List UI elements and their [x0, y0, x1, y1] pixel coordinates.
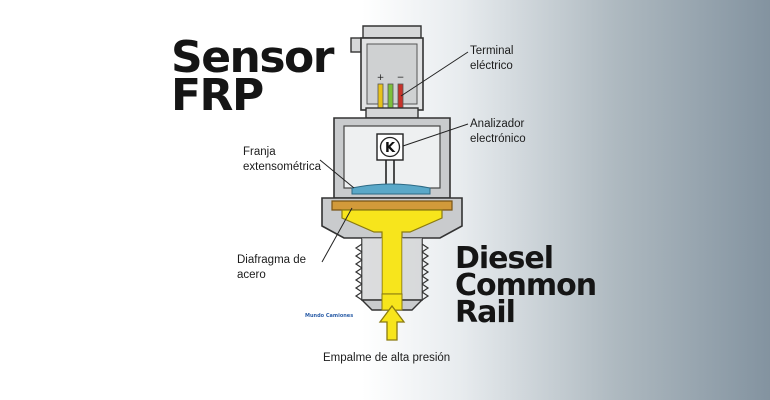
- label-terminal-line-1: Terminal: [470, 45, 514, 57]
- label-strain-line-2: extensométrica: [243, 161, 321, 173]
- label-fitting-text: Empalme de alta presión: [323, 352, 451, 364]
- leader-strain: [319, 159, 355, 189]
- label-terminal: Terminal eléctrico: [470, 44, 513, 74]
- subtitle-line-3: Rail: [455, 295, 516, 330]
- title-line-1: Sensor: [171, 32, 334, 83]
- label-analyzer: Analizador electrónico: [470, 117, 526, 147]
- label-fitting: Empalme de alta presión: [323, 351, 450, 366]
- label-terminal-line-2: eléctrico: [470, 60, 513, 72]
- sensor-neck: [365, 107, 419, 119]
- leader-analyzer: [402, 123, 469, 147]
- leader-terminal: [400, 51, 469, 97]
- leader-lines: [319, 51, 469, 263]
- label-analyzer-line-2: electrónico: [470, 133, 526, 145]
- title-line-2: FRP: [171, 70, 264, 121]
- label-strain-gauge: Franja extensométrica: [243, 145, 321, 175]
- label-diaphragm: Diafragma de acero: [237, 253, 306, 283]
- pin-minus-label: −: [397, 73, 405, 83]
- leader-diaphragm: [321, 207, 353, 263]
- pressure-channel: [341, 209, 443, 295]
- subtitle-line-1: Diesel: [455, 241, 554, 276]
- chip-letter: K: [385, 141, 396, 156]
- label-strain-line-1: Franja: [243, 146, 276, 158]
- brand-logo: Mundo Camiones: [305, 313, 354, 319]
- pin-plus-label: +: [377, 73, 385, 83]
- subtitle-line-2: Common: [455, 268, 597, 303]
- pressure-arrow: [378, 304, 406, 341]
- threaded-fitting: [354, 238, 430, 311]
- connector-housing: [350, 25, 424, 111]
- strain-gauge: [351, 183, 431, 195]
- label-diaphragm-line-2: acero: [237, 269, 266, 281]
- label-analyzer-line-1: Analizador: [470, 118, 525, 130]
- steel-diaphragm: [331, 200, 453, 211]
- label-diaphragm-line-1: Diafragma de: [237, 254, 307, 266]
